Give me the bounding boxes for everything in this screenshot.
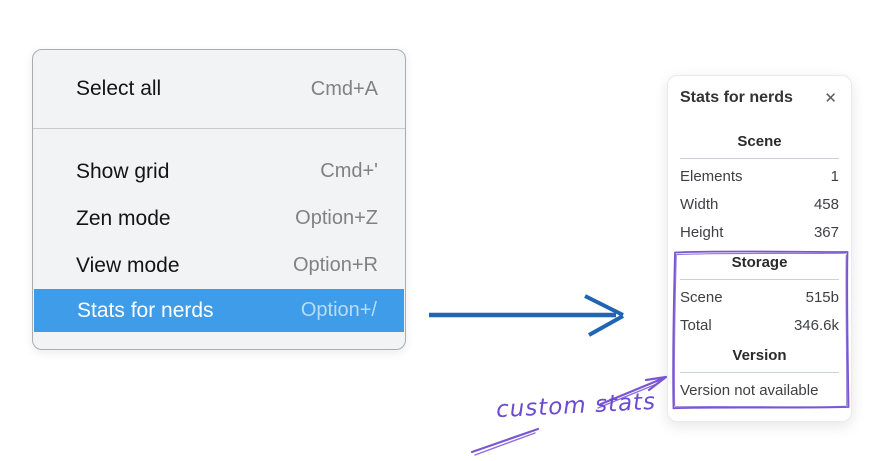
menu-item-shortcut: Option+/ bbox=[300, 299, 377, 321]
menu-item-shortcut: Option+Z bbox=[295, 207, 378, 229]
stat-row-total-storage: Total 346.6k bbox=[680, 312, 839, 340]
stat-label: Elements bbox=[680, 168, 743, 185]
menu-item-label: Select all bbox=[76, 77, 162, 100]
menu-item-label: View mode bbox=[76, 253, 180, 277]
stats-panel: Stats for nerds ✕ Scene Elements 1 Width… bbox=[667, 75, 852, 422]
storage-version-group: Storage Scene 515b Total 346.6k Version … bbox=[680, 253, 839, 405]
menu-item-zen-mode[interactable]: Zen mode Option+Z bbox=[33, 195, 405, 242]
storage-section: Storage Scene 515b Total 346.6k bbox=[680, 253, 839, 340]
stat-label: Scene bbox=[680, 289, 723, 306]
menu-to-panel-arrow-icon bbox=[429, 294, 624, 337]
section-divider bbox=[680, 279, 839, 280]
version-section-header: Version bbox=[732, 347, 787, 364]
stat-value: 346.6k bbox=[793, 317, 839, 334]
stat-row-elements: Elements 1 bbox=[680, 163, 839, 191]
menu-item-shortcut: Cmd+' bbox=[320, 160, 378, 182]
stat-value: 515b bbox=[805, 289, 839, 306]
menu-item-view-mode[interactable]: View mode Option+R bbox=[33, 242, 405, 289]
menu-item-shortcut: Cmd+A bbox=[310, 77, 378, 100]
menu-divider bbox=[33, 128, 405, 129]
stat-row-scene-storage: Scene 515b bbox=[680, 284, 839, 312]
stat-value: 1 bbox=[830, 168, 839, 185]
close-icon[interactable]: ✕ bbox=[824, 89, 837, 107]
stats-panel-title: Stats for nerds bbox=[680, 89, 793, 106]
menu-item-label: Stats for nerds bbox=[77, 298, 214, 322]
stat-row-width: Width 458 bbox=[680, 191, 839, 219]
stat-value: 458 bbox=[813, 196, 839, 213]
menu-item-stats-for-nerds[interactable]: Stats for nerds Option+/ bbox=[34, 289, 404, 332]
section-divider bbox=[680, 372, 839, 373]
scene-section-header: Scene bbox=[737, 133, 782, 150]
section-divider bbox=[680, 158, 839, 159]
menu-group: Show grid Cmd+' Zen mode Option+Z View m… bbox=[33, 129, 405, 332]
stat-label: Width bbox=[680, 196, 719, 213]
version-section: Version Version not available bbox=[680, 346, 839, 405]
version-note: Version not available bbox=[680, 382, 819, 399]
context-menu: Select all Cmd+A Show grid Cmd+' Zen mod… bbox=[32, 49, 406, 350]
menu-item-show-grid[interactable]: Show grid Cmd+' bbox=[33, 148, 405, 195]
stat-label: Total bbox=[680, 317, 712, 334]
custom-stats-annotation-label: custom stats bbox=[495, 388, 657, 424]
menu-item-label: Show grid bbox=[76, 159, 170, 183]
stat-row-height: Height 367 bbox=[680, 219, 839, 247]
storage-section-header: Storage bbox=[731, 254, 788, 271]
scene-section: Scene Elements 1 Width 458 Height 367 bbox=[680, 132, 839, 247]
menu-item-label: Zen mode bbox=[76, 206, 171, 230]
menu-item-shortcut: Option+R bbox=[292, 254, 378, 276]
menu-item-select-all[interactable]: Select all Cmd+A bbox=[33, 50, 405, 128]
stat-value: 367 bbox=[813, 224, 839, 241]
stats-panel-header: Stats for nerds ✕ bbox=[680, 88, 839, 108]
stat-label: Height bbox=[680, 224, 724, 241]
